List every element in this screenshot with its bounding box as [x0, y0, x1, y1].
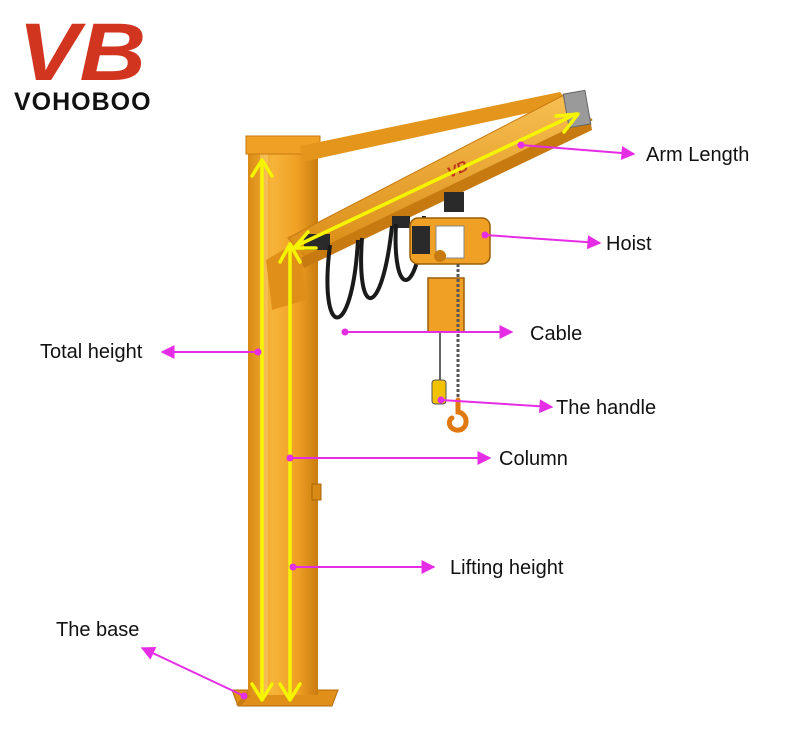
pointer-hoist	[485, 235, 600, 243]
hook	[449, 400, 466, 430]
trolley-3	[444, 192, 464, 212]
label-column: Column	[499, 449, 568, 469]
label-the-base: The base	[56, 620, 139, 640]
label-hoist: Hoist	[606, 234, 652, 254]
vohoboo-logo: VB	[18, 7, 146, 98]
label-cable: Cable	[530, 324, 582, 344]
label-arm-length: Arm Length	[646, 145, 749, 165]
logo-mark: VB	[18, 7, 146, 98]
label-lifting-height: Lifting height	[450, 558, 563, 578]
brand-name: VOHOBOO	[14, 88, 152, 117]
label-the-handle: The handle	[556, 398, 656, 418]
jib-crane: VB	[232, 90, 592, 706]
column-box	[312, 484, 321, 500]
pointer-base	[142, 648, 244, 696]
label-total-height: Total height	[40, 342, 142, 362]
electric-hoist	[410, 218, 490, 332]
